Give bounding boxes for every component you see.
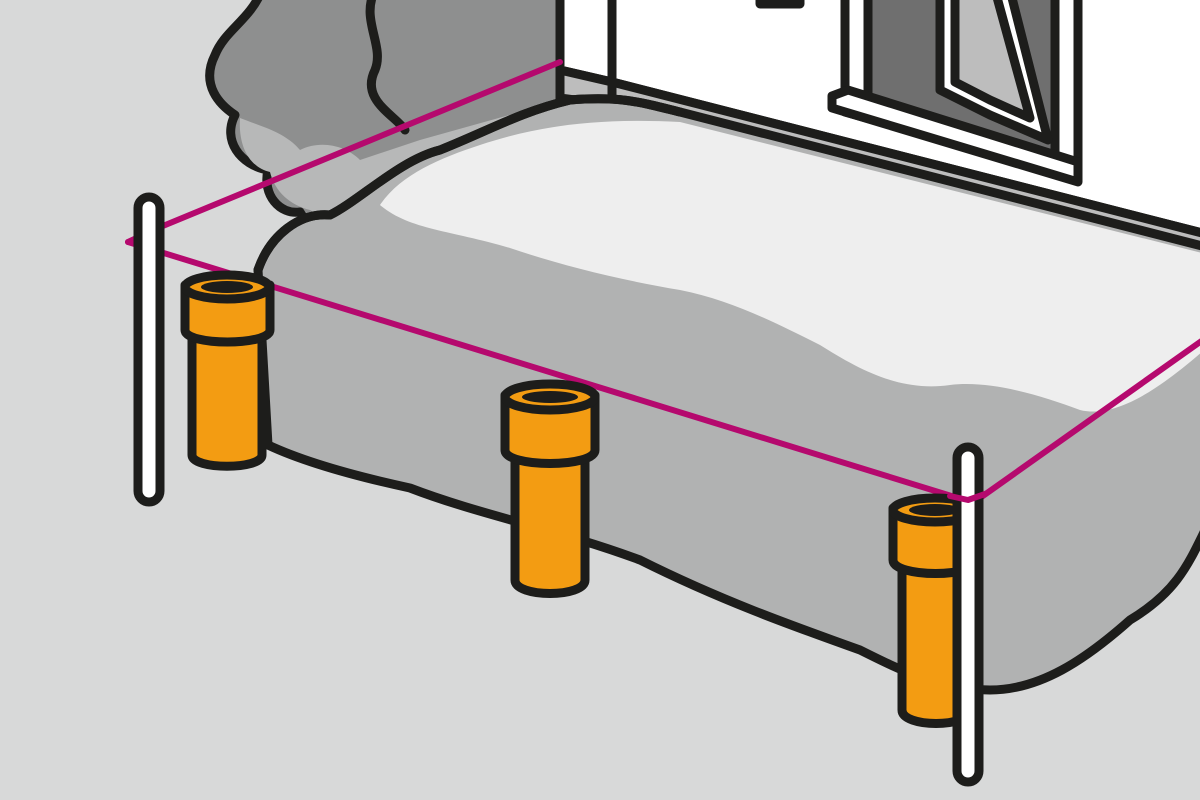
stake-left	[133, 192, 165, 507]
window-sill	[827, 85, 1083, 187]
foundation-pipe-middle	[500, 379, 600, 598]
stake-right	[952, 442, 984, 787]
pipe-body	[510, 435, 590, 598]
foundation-pipe-left	[180, 270, 275, 471]
string-line-knot	[947, 491, 988, 503]
stake-body	[952, 442, 984, 787]
pipe-hole	[909, 504, 961, 516]
window-pane	[950, 0, 1035, 123]
window	[755, 0, 1083, 187]
bush-inner-outline	[365, 0, 410, 135]
soil-bed-top	[380, 120, 1200, 412]
soil-bed-rim	[253, 94, 685, 275]
window-top-detail	[755, 0, 805, 9]
pipe-hole	[522, 391, 578, 403]
pipe-hole	[201, 281, 253, 293]
stake-body	[133, 192, 165, 507]
